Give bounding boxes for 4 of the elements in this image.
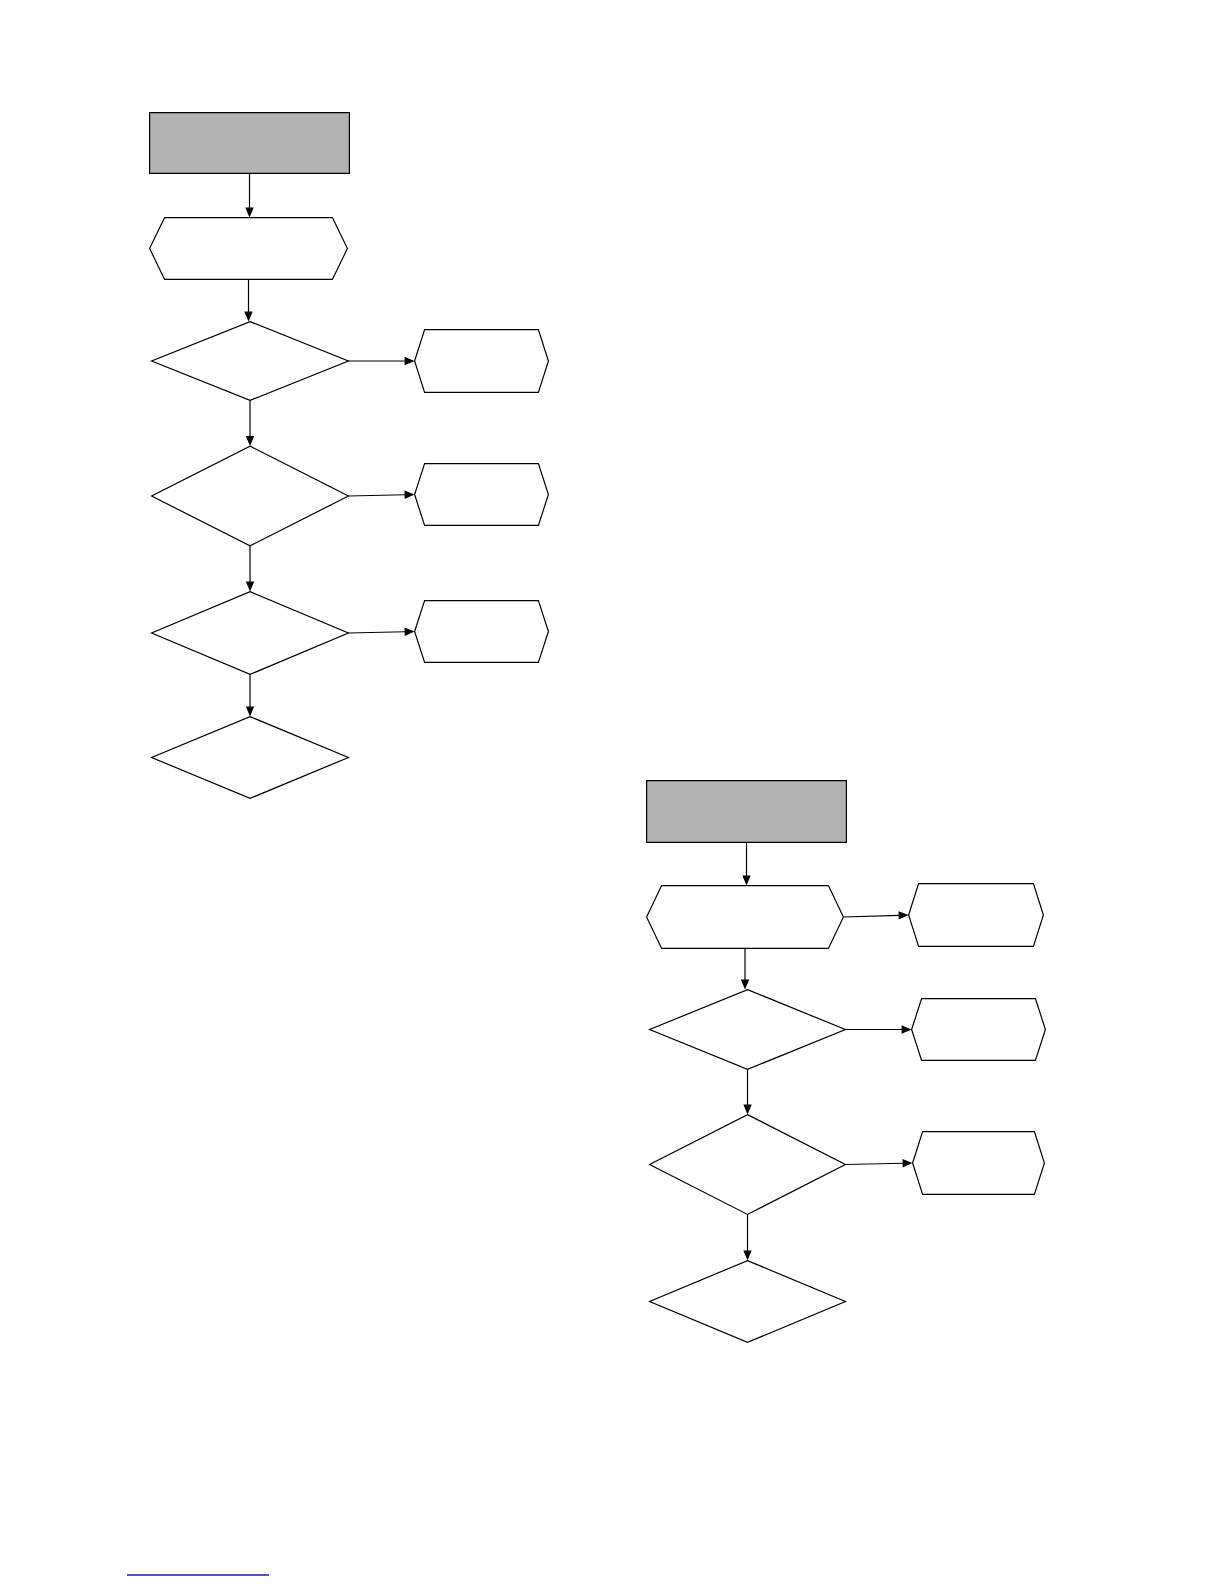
hexagon-box (908, 883, 1045, 947)
start-box (149, 112, 350, 174)
start-box (646, 780, 847, 843)
hexagon-box (912, 1131, 1046, 1195)
